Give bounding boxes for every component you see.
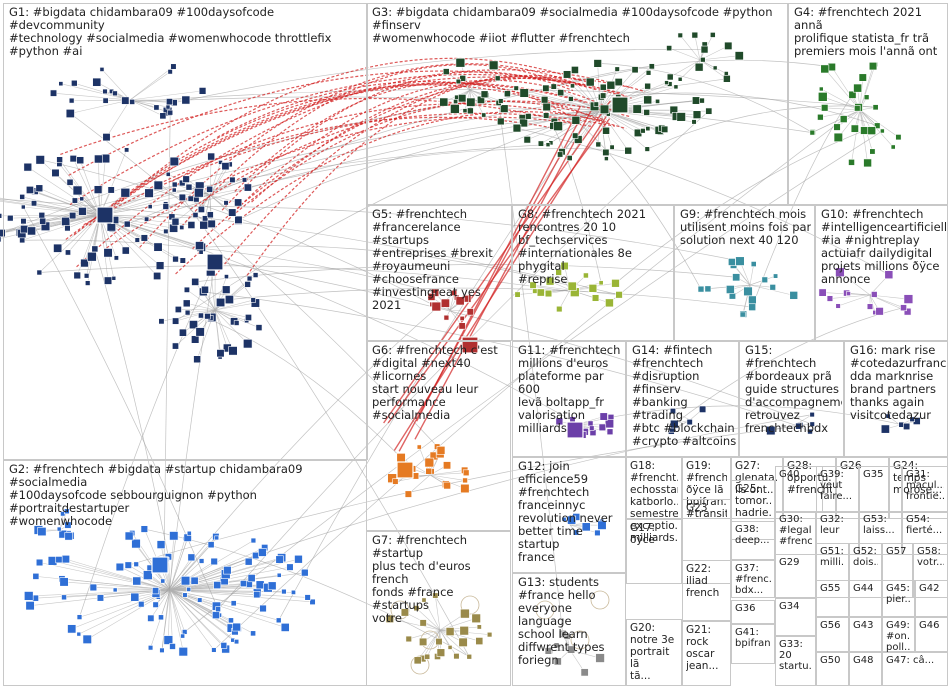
group-box-g44: G44 (849, 580, 882, 617)
group-box-g21: G21: rock oscar jean... (682, 621, 731, 686)
group-label-g31: G31: macul... frontie... (906, 469, 944, 502)
group-label-g56: G56 (820, 620, 840, 631)
group-box-g55: G55 (816, 580, 849, 617)
group-box-g37: G37: #frenc... bdx... (731, 560, 775, 598)
group-label-g8: G8: #frenchtech 2021 rencontres 20 10 bf… (518, 208, 672, 286)
group-box-g15: G15: #frenchtech #bordeaux prã guide str… (739, 341, 844, 457)
group-label-g41: G41: bpifran... (735, 627, 771, 649)
group-box-g5: G5: #frenchtech #francerelance #startups… (366, 205, 512, 341)
group-box-g38: G38: deep... (731, 521, 775, 560)
group-label-g52: G52: dois... (853, 546, 878, 568)
group-label-g55: G55 (820, 583, 840, 594)
group-box-g43: G43 (849, 617, 882, 652)
group-box-g7: G7: #frenchtech #startup plus tech d'eur… (366, 531, 511, 686)
group-label-g53: G53: laiss... (863, 514, 895, 536)
group-label-g45: G45: pier... (886, 583, 911, 605)
group-label-g39: G39: veut faire... (820, 469, 852, 502)
group-box-g35: G35 (859, 466, 902, 513)
group-box-g34: G34 (775, 598, 816, 636)
group-label-g1: G1: #bigdata chidambara09 #100daysofcode… (9, 6, 366, 58)
group-label-g46: G46 (919, 620, 939, 631)
group-label-g23: G23 (686, 502, 708, 514)
group-label-g51: G51: milli... (820, 546, 845, 568)
group-box-g50: G50 (816, 652, 849, 686)
group-box-g13: G13: students #france hello everyone lan… (512, 573, 626, 686)
group-label-g35: G35 (863, 469, 883, 480)
group-label-g5: G5: #frenchtech #francerelance #startups… (372, 208, 510, 312)
node (0, 213, 2, 218)
group-label-g40: G40 (779, 469, 799, 480)
group-label-g3: G3: #bigdata chidambara09 #socialmedia #… (372, 6, 786, 45)
group-label-g9: G9: #frenchtech mois utilisent moins foi… (680, 208, 811, 247)
group-label-g25: G25: tomor... hadrie... (735, 483, 771, 519)
group-label-g38: G38: deep... (735, 524, 770, 546)
group-box-g29: G29 (775, 554, 816, 598)
group-label-g47: G47: câ... (886, 655, 934, 666)
group-box-g30: G30: #legal... #frenc... (775, 511, 816, 555)
group-box-g46: G46 (915, 617, 948, 652)
group-label-g36: G36 (735, 603, 755, 614)
group-label-g10: G10: #frenchtech #intelligenceartificiel… (821, 208, 946, 286)
group-box-g18: G18: #frencht... echosstart... katborlo.… (626, 457, 682, 519)
group-label-g30: G30: #legal... #frenc... (779, 514, 812, 547)
group-label-g13: G13: students #france hello everyone lan… (518, 576, 624, 667)
group-box-g56: G56 (816, 617, 849, 652)
group-label-g12: G12: join efficience59 #frenchtech franc… (518, 460, 624, 564)
group-label-g34: G34 (779, 601, 799, 612)
group-label-g48: G48 (853, 655, 873, 666)
group-box-g3: G3: #bigdata chidambara09 #socialmedia #… (366, 3, 788, 205)
group-label-g49: G49: #on... poll... (886, 620, 911, 653)
group-box-g45: G45: pier... (882, 580, 915, 617)
group-box-g42: G42 (915, 580, 948, 617)
group-box-g20: G20: notre 3e portrait lã tã... (626, 619, 682, 686)
group-box-g31: G31: macul... frontie... (902, 466, 948, 513)
group-box-g9: G9: #frenchtech mois utilisent moins foi… (674, 205, 815, 341)
group-box-g6: G6: #frenchtech c'est #digital #next40 #… (366, 341, 511, 531)
group-label-g33: G33: 20 startu... (779, 639, 812, 672)
group-box-g12: G12: join efficience59 #frenchtech franc… (512, 457, 626, 573)
group-label-g44: G44 (853, 583, 873, 594)
group-label-g14: G14: #fintech #frenchtech #disruption #f… (632, 344, 737, 448)
group-box-g41: G41: bpifran... (731, 624, 775, 664)
group-label-g16: G16: mark rise #cotedazurfrance dda mark… (850, 344, 946, 422)
group-box-g17: G17: ðÿce (626, 519, 682, 584)
group-box-g4: G4: #frenchtech 2021 annã prolifique sta… (788, 3, 948, 205)
group-label-g4: G4: #frenchtech 2021 annã prolifique sta… (794, 6, 946, 58)
group-box-g36: G36 (731, 600, 775, 624)
group-box-g47: G47: câ... (882, 652, 948, 686)
group-label-g42: G42 (919, 583, 939, 594)
group-box-g33: G33: 20 startu... (775, 636, 816, 686)
group-box-g22: G22: iliad french (682, 560, 731, 621)
group-box-g10: G10: #frenchtech #intelligenceartificiel… (815, 205, 948, 341)
group-label-g17: G17: ðÿce (630, 522, 678, 546)
group-label-g54: G54: fierté... (906, 514, 942, 536)
group-label-g29: G29 (779, 557, 799, 568)
group-label-g58: G58: votr... (917, 546, 944, 568)
group-label-g21: G21: rock oscar jean... (686, 624, 718, 672)
group-box-g16: G16: mark rise #cotedazurfrance dda mark… (844, 341, 948, 457)
group-label-g2: G2: #frenchtech #bigdata #startup chidam… (9, 463, 365, 528)
group-label-g6: G6: #frenchtech c'est #digital #next40 #… (372, 344, 509, 422)
group-box-g8: G8: #frenchtech 2021 rencontres 20 10 bf… (512, 205, 674, 341)
group-label-g50: G50 (820, 655, 840, 666)
group-box-g1: G1: #bigdata chidambara09 #100daysofcode… (3, 3, 368, 460)
group-box-g11: G11: #frenchtech millions d'euros platef… (512, 341, 626, 457)
group-label-g22: G22: iliad french (686, 563, 719, 599)
group-label-g37: G37: #frenc... bdx... (735, 563, 771, 596)
group-label-g15: G15: #frenchtech #bordeaux prã guide str… (745, 344, 842, 435)
group-label-g11: G11: #frenchtech millions d'euros platef… (518, 344, 624, 435)
group-label-g32: G32: leur (820, 514, 855, 536)
group-label-g57: G57 (886, 546, 906, 557)
group-label-g43: G43 (853, 620, 873, 631)
group-box-g49: G49: #on... poll... (882, 617, 915, 652)
group-box-g48: G48 (849, 652, 882, 686)
group-box-g39: G39: veut faire... (816, 466, 859, 513)
group-label-g20: G20: notre 3e portrait lã tã... (630, 622, 678, 682)
group-box-g14: G14: #fintech #frenchtech #disruption #f… (626, 341, 739, 457)
group-label-g7: G7: #frenchtech #startup plus tech d'eur… (372, 534, 509, 625)
group-box-g2: G2: #frenchtech #bigdata #startup chidam… (3, 460, 367, 686)
